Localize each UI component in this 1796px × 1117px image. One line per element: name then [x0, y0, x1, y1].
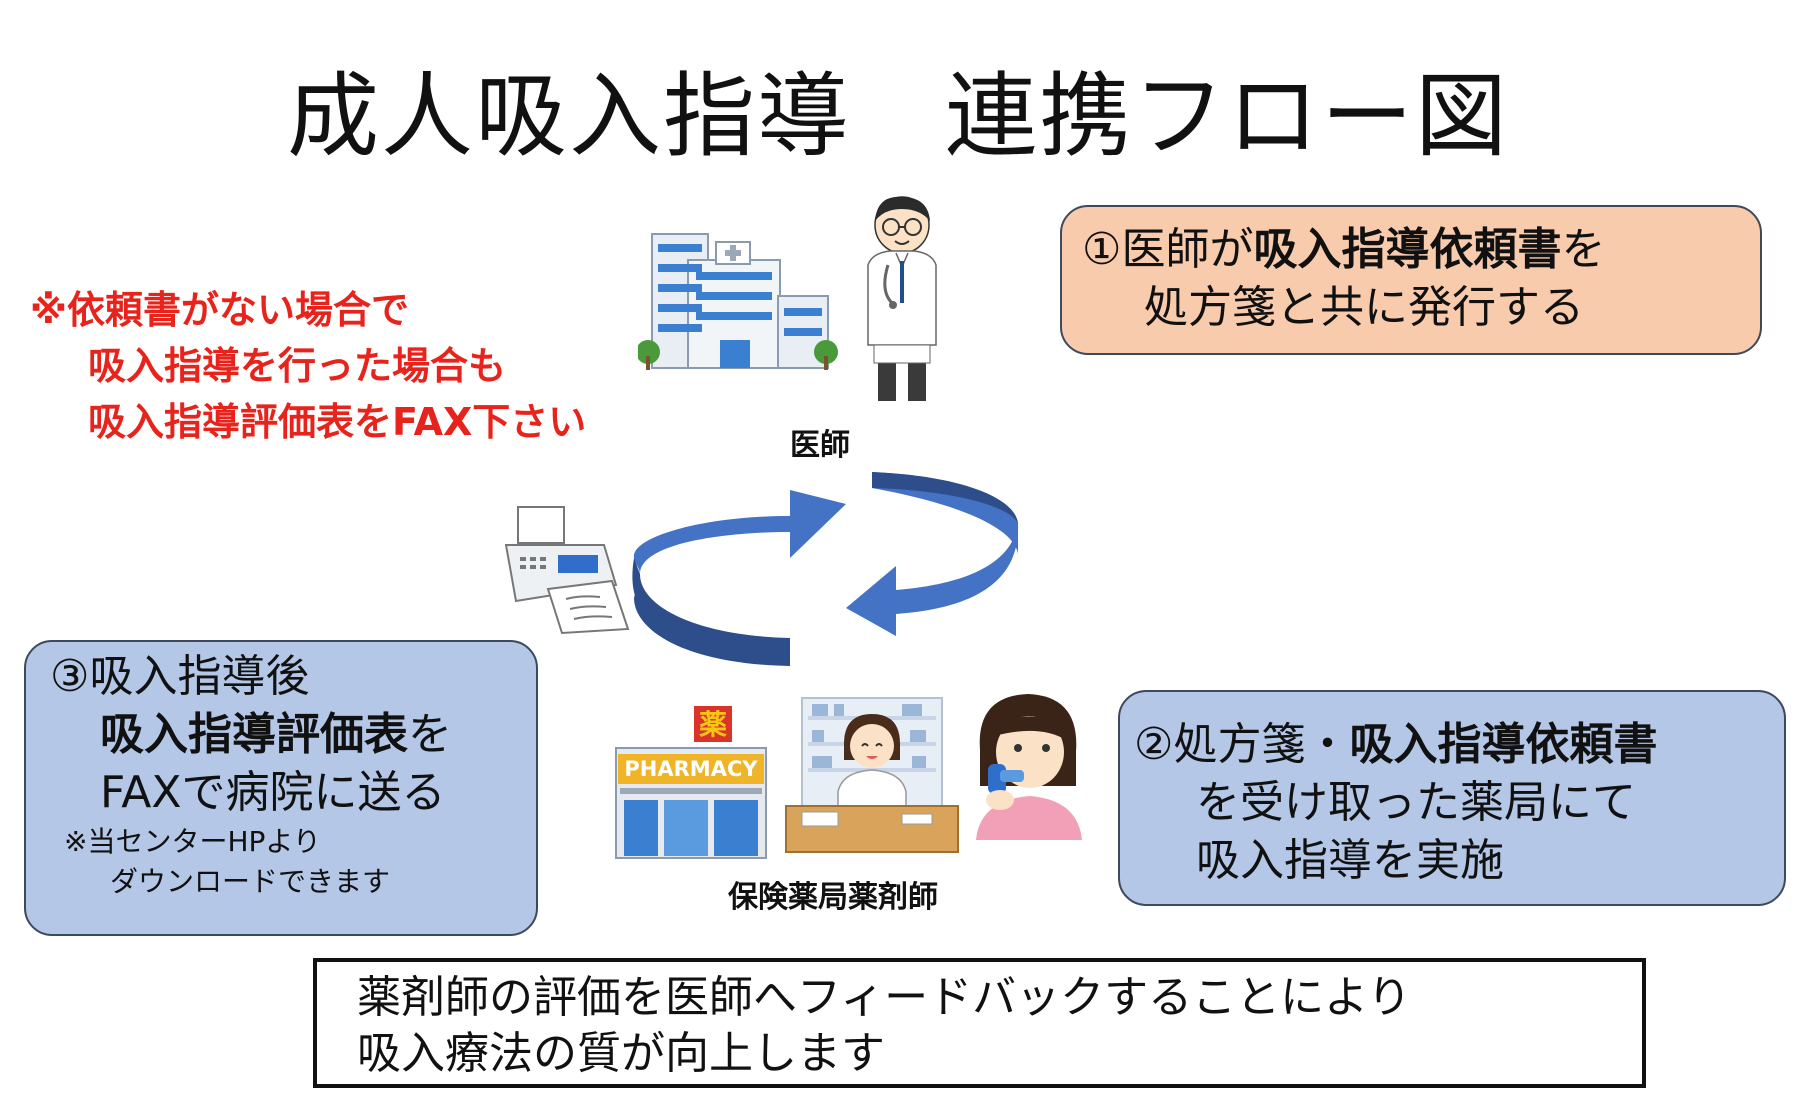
step3-suffix: を	[408, 709, 452, 760]
doctor-label: 医師	[790, 428, 850, 463]
step3-bold: 吸入指導評価表	[100, 709, 408, 760]
step3-box: ③吸入指導後 吸入指導評価表を FAXで病院に送る ※当センターHPより ダウン…	[24, 640, 538, 936]
arrow-to-doctor	[632, 490, 846, 666]
step2-bold: 吸入指導依頼書	[1349, 719, 1658, 770]
step2-prefix: ②処方箋・	[1134, 719, 1350, 770]
step3-line-2: 吸入指導評価表を	[50, 706, 536, 764]
cycle-arrows	[632, 472, 1019, 666]
page-title: 成人吸入指導 連携フロー図	[286, 63, 1509, 170]
conclusion-line-1: 薬剤師の評価を医師へフィードバックすることにより	[357, 972, 1412, 1023]
warning-line-2: 吸入指導を行った場合も	[88, 344, 507, 388]
step2-line-2: を受け取った薬局にて	[1196, 777, 1636, 828]
step1-line-2: 処方箋と共に発行する	[1144, 282, 1584, 333]
step1-prefix: ①医師が	[1082, 224, 1254, 275]
step1-line-1: ①医師が吸入指導依頼書を	[1082, 221, 1760, 279]
arrow-to-pharmacy	[846, 472, 1019, 636]
step3-line-3: FAXで病院に送る	[100, 767, 446, 818]
doctor-icon	[867, 196, 937, 401]
pharmacist-label: 保険薬局薬剤師	[728, 880, 938, 915]
step3-note-1: ※当センターHPより	[64, 825, 321, 858]
hospital-icon	[638, 233, 838, 370]
conclusion-line-2: 吸入療法の質が向上します	[357, 1028, 885, 1079]
pharmacist-icon	[785, 697, 959, 853]
warning-note: ※依頼書がない場合で 吸入指導を行った場合も 吸入指導評価表をFAX下さい	[30, 282, 586, 450]
warning-line-3: 吸入指導評価表をFAX下さい	[88, 400, 587, 444]
step3-note-2: ダウンロードできます	[110, 865, 391, 898]
step2-box: ②処方箋・吸入指導依頼書 を受け取った薬局にて 吸入指導を実施	[1118, 690, 1786, 906]
step1-box: ①医師が吸入指導依頼書を 処方箋と共に発行する	[1060, 205, 1762, 355]
pharmacy-icon: 薬 PHARMACY	[615, 706, 767, 859]
step1-bold: 吸入指導依頼書	[1253, 224, 1562, 275]
step3-line-1: ③吸入指導後	[50, 651, 310, 702]
conclusion-box: 薬剤師の評価を医師へフィードバックすることにより 吸入療法の質が向上します	[313, 958, 1646, 1088]
patient-inhaler-icon	[976, 694, 1082, 840]
fax-icon	[504, 506, 630, 635]
step2-line-1: ②処方箋・吸入指導依頼書	[1134, 716, 1784, 774]
kusuri-sign: 薬	[699, 708, 727, 741]
step1-suffix: を	[1561, 224, 1606, 275]
pharmacy-sign: PHARMACY	[624, 757, 758, 781]
step2-line-3: 吸入指導を実施	[1196, 835, 1504, 886]
warning-line-1: ※依頼書がない場合で	[30, 288, 409, 332]
